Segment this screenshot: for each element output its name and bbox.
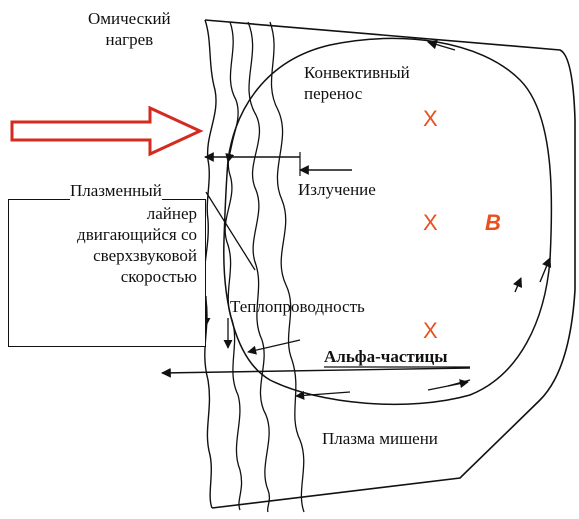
alpha-arrow <box>162 368 470 373</box>
bottom-arrow-right-2 <box>448 380 470 386</box>
thermal-conduction-label: Теплопроводность <box>230 296 365 317</box>
liner-label-box: лайнер двигающийся со сверхзвуковой скор… <box>8 199 206 347</box>
target-plasma-label: Плазма мишени <box>322 428 438 449</box>
target-plasma-edge <box>270 22 304 512</box>
radiation-label: Излучение <box>298 179 376 200</box>
liner-label-text: лайнер двигающийся со сверхзвуковой скор… <box>77 203 197 287</box>
convective-transfer-label: Конвективный перенос <box>304 62 410 104</box>
liner-wave-3 <box>248 22 269 512</box>
field-x-mark-top: X <box>423 108 438 130</box>
conduction-arrow-left <box>248 340 300 352</box>
field-x-mark-middle: X <box>423 212 438 234</box>
ohmic-heating-label: Омический нагрев <box>88 8 171 50</box>
alpha-particles-label: Альфа-частицы <box>324 346 448 367</box>
big-red-arrow <box>12 108 200 154</box>
plasma-liner-label: Плазменный <box>70 180 162 201</box>
liner-wave-2 <box>225 22 241 510</box>
loop-short-arrow <box>515 278 521 292</box>
field-x-mark-bottom: X <box>423 320 438 342</box>
magnetic-field-b-label: B <box>485 212 501 234</box>
